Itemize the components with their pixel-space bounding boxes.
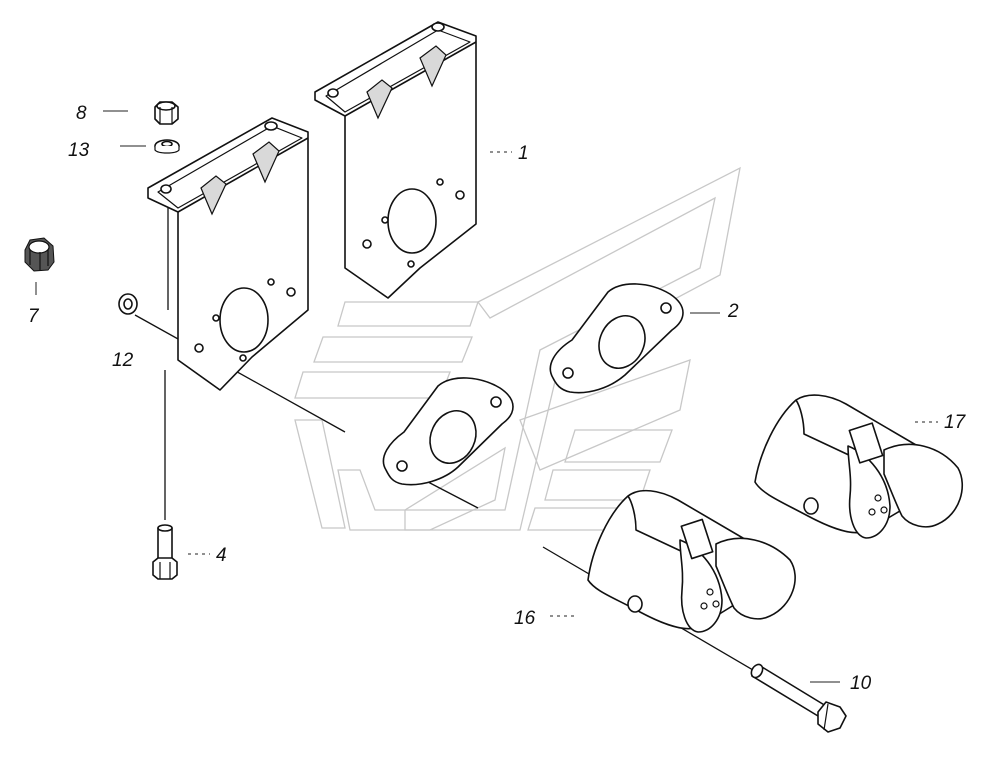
- callout-16: 16: [514, 608, 536, 629]
- gasket-part-2-upper: [549, 283, 684, 394]
- bracket-part-1: [314, 21, 477, 299]
- callout-7: 7: [28, 306, 40, 327]
- socket-part-17: [754, 394, 963, 539]
- bolt-part-4: [152, 524, 178, 580]
- callout-10: 10: [850, 673, 872, 694]
- bracket-front: [147, 117, 309, 391]
- hex-nut-part-8: [154, 101, 179, 125]
- callout-2: 2: [727, 301, 739, 322]
- bolt-part-10: [750, 663, 847, 733]
- callout-1: 1: [518, 143, 529, 164]
- washer-part-12: [118, 293, 138, 315]
- washer-part-13: [154, 139, 180, 154]
- socket-part-16: [587, 489, 796, 633]
- leader-lines: [35, 110, 938, 683]
- callout-4: 4: [216, 545, 227, 566]
- flange-nut-part-7: [24, 237, 55, 272]
- callout-8: 8: [76, 103, 87, 124]
- callout-13: 13: [68, 140, 90, 161]
- callout-12: 12: [112, 350, 134, 371]
- callout-17: 17: [944, 412, 967, 433]
- gasket-part-2-lower: [382, 377, 514, 486]
- callout-labels: 8 13 1 2 7 12 17 4 16 10: [28, 103, 967, 694]
